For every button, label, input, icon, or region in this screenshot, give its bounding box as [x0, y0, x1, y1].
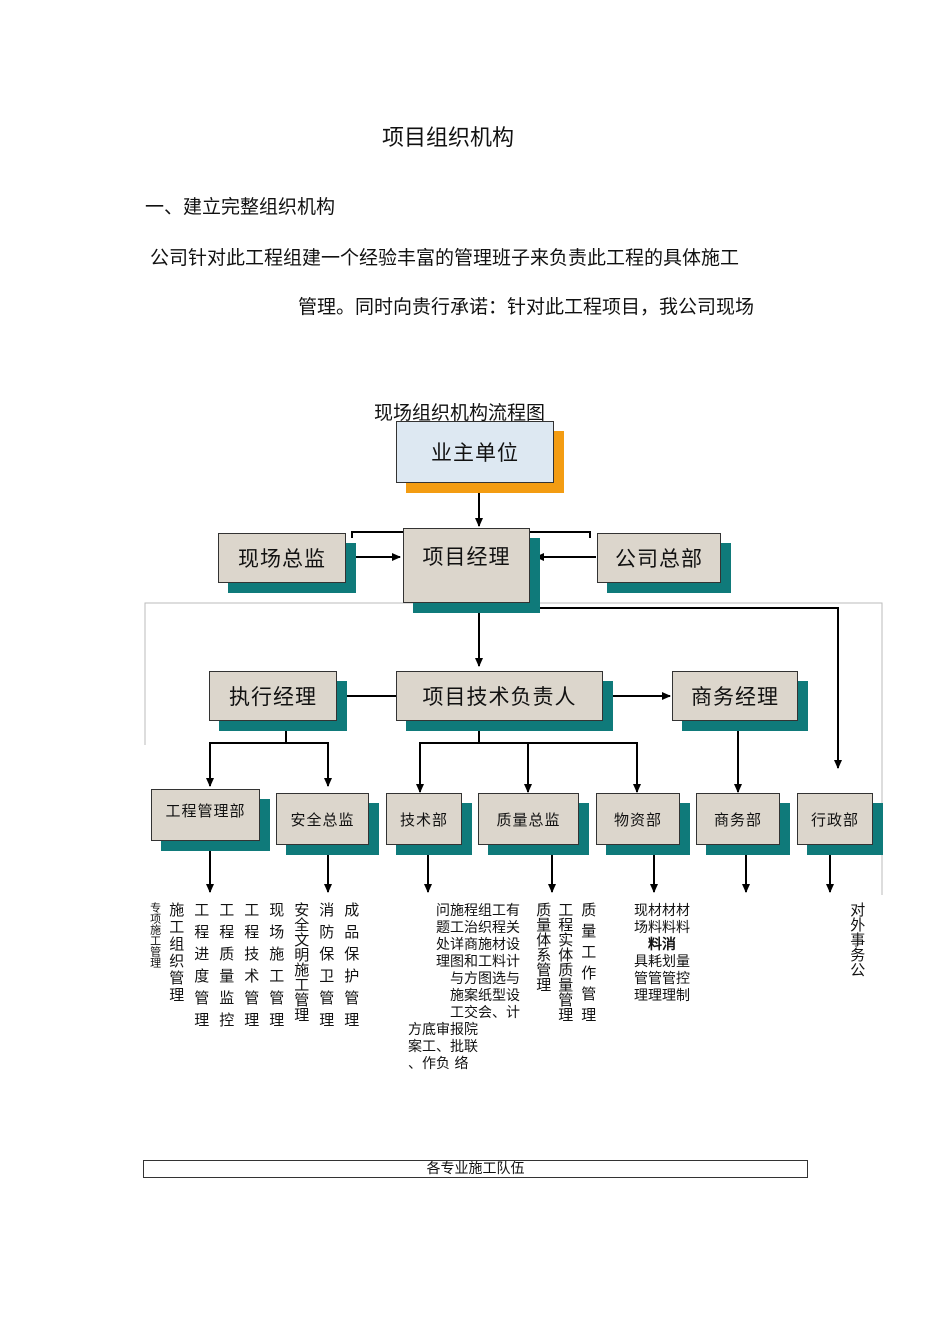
node-tech-lead: 项目技术负责人: [396, 671, 603, 721]
document-title: 项目组织机构: [381, 126, 514, 151]
duty-tech-line: 施案纸型设: [450, 988, 520, 1004]
duty-materials-line: 场料料料: [634, 920, 690, 936]
paragraph-line-1: 公司针对此工程组建一个经验丰富的管理班子来负责此工程的具体施工: [150, 247, 740, 269]
duty-materials-line: 现材材材: [634, 903, 690, 919]
node-project-manager: 项目经理: [403, 528, 530, 603]
node-admin-dept: 行政部: [797, 793, 873, 845]
node-site-supervisor: 现场总监: [218, 533, 346, 583]
duty-admin: 对外事务公: [848, 902, 867, 977]
section-heading: 一、建立完整组织机构: [145, 196, 336, 218]
duty-safety-2: 消防保卫管理: [317, 902, 336, 1034]
duty-eng-5: 工程技术管理: [242, 902, 261, 1034]
duty-materials-line: 管管管控: [634, 971, 690, 987]
node-exec-manager: 执行经理: [209, 671, 337, 721]
duty-eng-2: 施工组织管理: [167, 902, 186, 1004]
duty-materials-line: 料消: [648, 937, 676, 953]
node-business-manager: 商务经理: [672, 671, 798, 721]
paragraph-line-2: 管理。同时向贵行承诺：针对此工程项目，我公司现场: [298, 296, 755, 318]
duty-tech-line: 问施程组工有: [436, 903, 520, 919]
duty-eng-3: 工程进度管理: [192, 902, 211, 1034]
duty-quality-3: 质量工作管理: [579, 902, 598, 1028]
duty-tech-block: 问施程组工有 题工治织程关 处详商施材设 理图和工料计 与方图选与 施案纸型设 …: [408, 903, 520, 1073]
duty-materials-block: 现材材材 场料料料 料消 具耗划量 管管管控 理理理制: [622, 903, 702, 1005]
duty-tech-line: 题工治织程关: [436, 920, 520, 936]
node-company-hq: 公司总部: [597, 533, 721, 583]
duty-materials-line: 理理理制: [634, 988, 690, 1004]
node-owner-unit: 业主单位: [396, 421, 554, 483]
duty-tech-line: 方底审报院: [408, 1022, 478, 1038]
construction-teams-box: 各专业施工队伍: [143, 1160, 808, 1178]
duty-quality-1: 质量体系管理: [534, 902, 553, 992]
duty-materials-line: 具耗划量: [634, 954, 690, 970]
node-eng-dept: 工程管理部: [151, 789, 260, 841]
chart-title: 现场组织机构流程图: [374, 402, 546, 424]
duty-safety-1: 安全文明施工管理: [292, 902, 311, 1022]
duty-tech-line: 处详商施材设: [436, 937, 520, 953]
node-safety-director: 安全总监: [276, 793, 369, 845]
node-business-dept: 商务部: [696, 793, 780, 845]
node-tech-dept: 技术部: [386, 793, 462, 845]
duty-tech-line: 与方图选与: [450, 971, 520, 987]
duty-eng-4: 工程质量监控: [217, 902, 236, 1034]
node-materials-dept: 物资部: [596, 793, 680, 845]
node-quality-director: 质量总监: [478, 793, 579, 845]
duty-eng-1: 专项施工管理: [148, 902, 162, 968]
duty-tech-line: 理图和工料计: [436, 954, 520, 970]
duty-quality-2: 工程实体质量管理: [556, 902, 575, 1022]
duty-tech-line: 案工、批联: [408, 1039, 478, 1055]
duty-eng-6: 现场施工管理: [267, 902, 286, 1034]
duty-safety-3: 成品保护管理: [342, 902, 361, 1034]
duty-tech-line: 工交会、计: [450, 1005, 520, 1021]
duty-tech-line: 、作负 络: [408, 1056, 469, 1072]
